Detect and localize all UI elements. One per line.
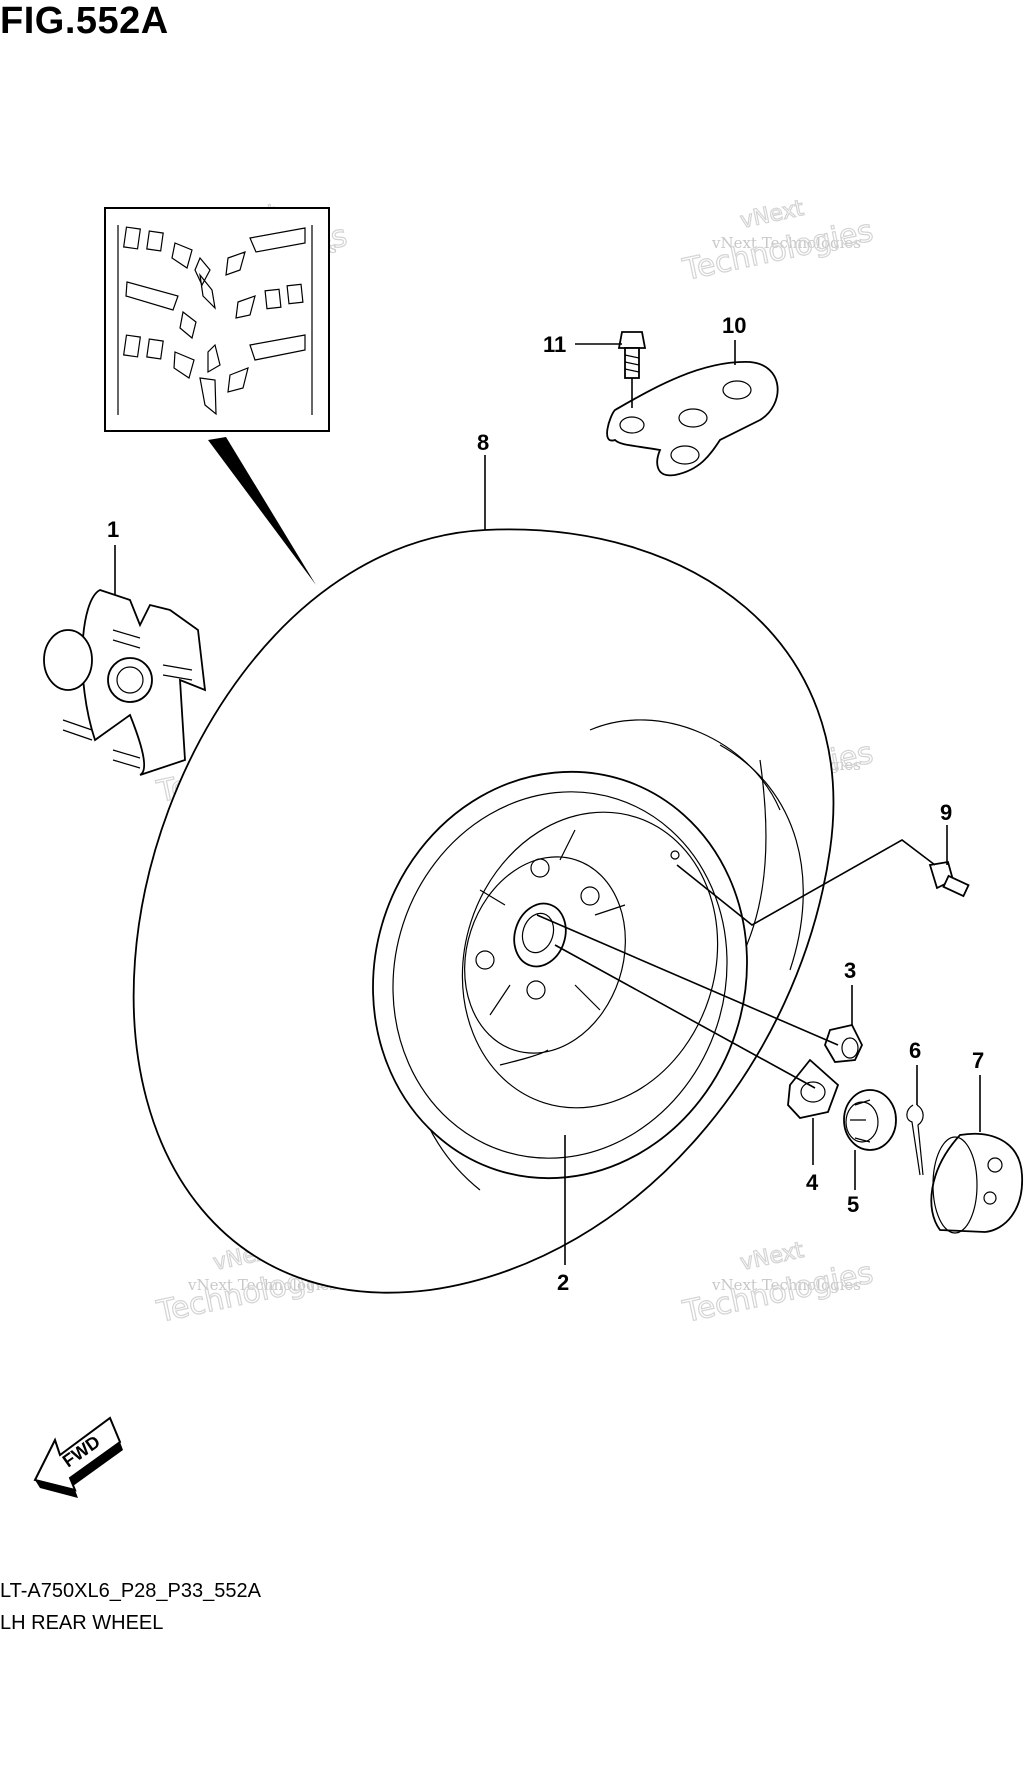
leader-lines [114,340,981,1265]
valve [928,860,970,898]
nut [824,1023,863,1063]
diagram-code: LT-A750XL6_P28_P33_552A [0,1580,261,1602]
callout-10: 10 [722,313,746,338]
callout-11: 11 [543,332,566,357]
figure-title: FIG.552A [0,0,169,42]
watermark: vNext Technologies Technologies vNext [679,1237,877,1330]
watermark: vNext Technologies Technologies vNext [679,195,877,288]
diagram-description: LH REAR WHEEL [0,1612,164,1634]
callout-1: 1 [107,517,119,542]
wheel-hub [43,589,207,776]
callout-9: 9 [940,800,952,825]
bracket [606,361,779,477]
callout-8: 8 [477,430,489,455]
castle-nut [843,1089,897,1151]
svg-text:vNext Technologies: vNext Technologies [711,1276,861,1294]
callout-labels: 1 2 3 4 5 6 7 8 9 10 11 [107,313,984,1295]
callout-5: 5 [847,1192,859,1217]
svg-text:vNext Technologies: vNext Technologies [711,234,861,252]
cotter-pin [906,1104,924,1176]
bolt [617,331,647,379]
callout-7: 7 [972,1048,984,1073]
callout-4: 4 [806,1170,819,1195]
forward-arrow-icon: FWD [33,1416,123,1498]
tread-detail-inset [104,207,330,585]
washer [787,1058,840,1119]
callout-6: 6 [909,1038,921,1063]
callout-3: 3 [844,958,856,983]
svg-text:vNext Technologies: vNext Technologies [187,1276,337,1294]
callout-2: 2 [557,1270,569,1295]
hub-cap [930,1132,1023,1234]
wheel-rim [372,770,748,1180]
